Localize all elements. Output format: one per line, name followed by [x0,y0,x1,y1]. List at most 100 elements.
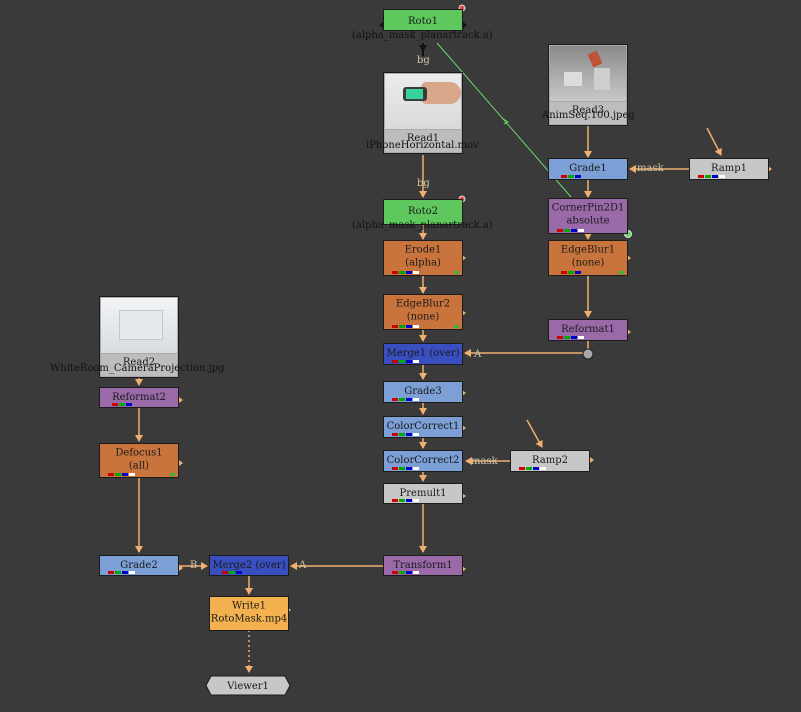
edgeblur2-name: EdgeBlur2 [395,298,451,310]
edgeblur1-mask-indicator [619,271,624,274]
node-edgeblur2[interactable]: EdgeBlur2(none) [383,294,463,330]
node-roto2-label: Roto2 [408,206,438,217]
node-merge1[interactable]: Merge1 (over) [383,343,463,365]
grade1-channels [551,175,591,178]
erode1-name: Erode1 [404,244,442,256]
edgeblur1-channels [551,271,591,274]
node-premult1[interactable]: Premult1 [383,483,463,504]
node-read2-sub: WhiteRoom_CameraProjection.jpg [50,363,225,374]
node-grade3-label: Grade3 [404,385,442,397]
defocus1-sub: (all) [128,460,150,472]
node-transform1[interactable]: Transform1 [383,555,463,576]
node-edgeblur2-label: EdgeBlur2(none) [384,298,462,324]
read2-thumbnail [101,298,177,353]
read1-footer [385,130,461,152]
erode1-sub: (alpha) [405,257,441,269]
node-grade2-label: Grade2 [120,559,158,571]
cornerpin-sub: absolute [566,215,610,227]
reformat1-channels [551,336,591,339]
colorcorrect2-channels [386,467,426,470]
node-roto1-label: Roto1 [408,16,438,27]
cornerpin-name: CornerPin2D1 [551,202,625,214]
write1-sub: RotoMask.mp4 [210,613,288,625]
grade3-channels [386,398,426,401]
node-transform1-label: Transform1 [393,559,453,571]
node-reformat1-label: Reformat1 [561,323,615,335]
node-colorcorrect2-label: ColorCorrect2 [386,454,460,466]
write1-name: Write1 [231,600,267,612]
node-viewer1[interactable]: Viewer1 [205,675,291,696]
node-reformat1[interactable]: Reformat1 [548,319,628,341]
merge2-channels [212,571,252,574]
edge-label-bg1: bg [417,55,430,66]
node-erode1[interactable]: Erode1(alpha) [383,240,463,276]
node-roto1-sub: (alpha_mask_planartrack.a) [352,30,493,41]
defocus1-name: Defocus1 [115,447,163,459]
defocus1-mask-indicator [170,473,175,476]
read3-footer [550,102,626,124]
node-colorcorrect1[interactable]: ColorCorrect1 [383,416,463,438]
read3-thumbnail [550,46,626,101]
node-ramp2[interactable]: Ramp2 [510,450,590,472]
node-colorcorrect2[interactable]: ColorCorrect2 [383,450,463,472]
edge-label-mask1: mask [637,163,664,174]
node-read3[interactable]: Read3 [548,44,628,126]
node-read2[interactable]: Read2 [99,296,179,378]
node-read3-sub: AnimSeq.100.jpeg [542,110,635,121]
node-edgeblur1-label: EdgeBlur1(none) [549,244,627,270]
edge-label-b1: B [190,560,198,571]
viewer1-shape [205,675,291,696]
ramp2-channels [513,467,553,470]
node-premult1-label: Premult1 [399,487,447,499]
node-read1-sub: iPhoneHorizontal.mov [366,140,479,151]
defocus1-channels [102,473,142,476]
node-grade3[interactable]: Grade3 [383,381,463,403]
node-roto2-sub: (alpha_mask_planartrack.a) [352,220,493,231]
erode1-mask-indicator [454,271,459,274]
node-ramp2-label: Ramp2 [532,454,568,466]
grade2-channels [102,571,142,574]
node-read3-label: Read3 [571,105,605,116]
node-reformat2[interactable]: Reformat2 [99,387,179,408]
premult1-channels [386,499,426,502]
node-defocus1-label: Defocus1(all) [100,446,178,472]
node-defocus1[interactable]: Defocus1(all) [99,443,179,478]
node-edgeblur1[interactable]: EdgeBlur1(none) [548,240,628,276]
node-merge2[interactable]: Merge2 (over) [209,555,289,576]
cornerpin-channels [551,229,591,232]
node-roto2[interactable]: Roto2 [383,199,463,225]
edge-label-bg2: bg [417,178,430,189]
node-erode1-label: Erode1(alpha) [384,244,462,270]
node-read1-label: Read1 [406,133,440,144]
transform1-channels [386,571,426,574]
node-grade1[interactable]: Grade1 [548,158,628,180]
node-merge1-label: Merge1 (over) [386,347,460,359]
edge-label-a1: A [474,349,482,360]
merge1-channels [386,360,426,363]
edgeblur2-mask-indicator [454,325,459,328]
edge-label-mask2: mask [471,456,498,467]
node-grade2[interactable]: Grade2 [99,555,179,576]
node-colorcorrect1-label: ColorCorrect1 [386,420,460,432]
node-ramp1-label: Ramp1 [711,162,747,174]
reformat2-channels [102,403,142,406]
node-grade1-label: Grade1 [569,162,607,174]
erode1-channels [386,271,426,274]
edgeblur1-name: EdgeBlur1 [560,244,616,256]
node-reformat2-label: Reformat2 [112,391,166,403]
edgeblur2-channels [386,325,426,328]
edgeblur1-sub: (none) [571,257,605,269]
node-read2-label: Read2 [122,357,156,368]
edgeblur2-sub: (none) [406,311,440,323]
node-merge2-label: Merge2 (over) [212,559,286,571]
node-roto1[interactable]: Roto1 [383,9,463,31]
colorcorrect1-channels [386,433,426,436]
ramp1-channels [692,175,732,178]
read1-thumbnail [385,74,461,129]
node-ramp1[interactable]: Ramp1 [689,158,769,180]
node-read1[interactable]: Read1 [383,72,463,154]
